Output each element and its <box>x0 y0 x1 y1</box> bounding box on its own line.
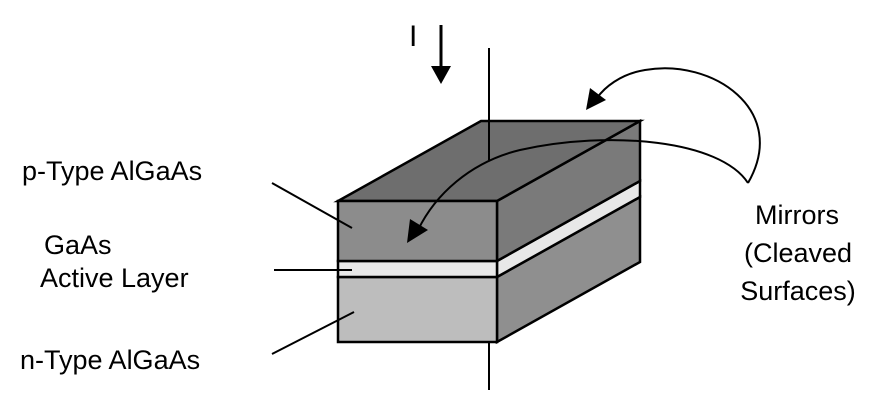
label-active-line1: GaAs <box>44 230 112 260</box>
mirror-arrowhead-front-icon <box>407 219 428 243</box>
front-n-type <box>336 275 499 344</box>
mirror-arrowhead-back-icon <box>586 88 606 110</box>
label-n-type: n-Type AlGaAs <box>20 345 201 375</box>
mirror-arrow-back <box>596 67 761 184</box>
label-mirrors-line2: (Cleaved <box>743 238 853 268</box>
current-label: I <box>409 20 418 53</box>
label-active-line2: Active Layer <box>40 263 189 293</box>
label-p-type: p-Type AlGaAs <box>22 156 203 186</box>
label-mirrors-line3: Surfaces) <box>740 276 856 306</box>
mirror-arrow-front <box>417 139 749 231</box>
leader-n-type <box>271 311 355 355</box>
current-arrowhead-icon <box>431 66 451 84</box>
label-mirrors-line1: Mirrors <box>755 200 839 230</box>
leader-p-type <box>271 182 353 229</box>
front-active-layer <box>336 259 499 279</box>
